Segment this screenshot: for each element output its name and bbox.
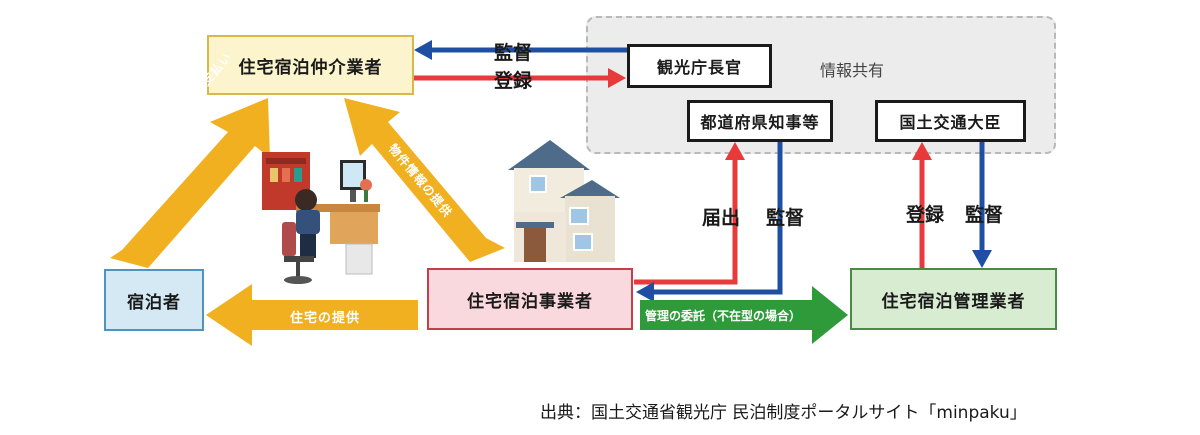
supervise-arrow-manager bbox=[972, 140, 992, 268]
register-label-top: 登録 bbox=[494, 70, 533, 92]
commissioner-box: 観光庁長官 bbox=[627, 44, 772, 88]
provide-housing-label: 住宅の提供 bbox=[290, 311, 361, 326]
information-sharing-label: 情報共有 bbox=[820, 61, 885, 80]
source-caption: 出典：国土交通省観光庁 民泊制度ポータルサイト「minpaku」 bbox=[540, 403, 1027, 423]
register-arrow-top bbox=[414, 68, 626, 88]
payment-arrow bbox=[110, 98, 270, 268]
governor-box: 都道府県知事等 bbox=[687, 100, 833, 142]
property-info-arrow bbox=[344, 98, 505, 262]
minister-box: 国土交通大臣 bbox=[875, 100, 1026, 142]
notify-label: 届出 bbox=[702, 207, 741, 229]
supervise-arrow-governor bbox=[636, 140, 783, 302]
manager-box: 住宅宿泊管理業者 bbox=[850, 268, 1057, 330]
supervise-label-top: 監督 bbox=[494, 42, 533, 64]
entrust-arrow bbox=[640, 286, 848, 344]
guest-box: 宿泊者 bbox=[104, 269, 204, 331]
notify-arrow bbox=[634, 142, 745, 285]
register-label-manager: 登録 bbox=[906, 204, 945, 226]
register-arrow-manager bbox=[912, 142, 932, 268]
intermediary-box: 住宅宿泊仲介業者 bbox=[207, 35, 414, 95]
supervise-arrow-top bbox=[414, 40, 628, 60]
provide-housing-arrow bbox=[206, 284, 418, 346]
supervise-label-governor: 監督 bbox=[766, 207, 805, 229]
house-illustration bbox=[508, 140, 620, 262]
office-worker-illustration bbox=[262, 152, 380, 284]
entrust-label: 管理の委託（不在型の場合） bbox=[645, 309, 802, 323]
operator-box: 住宅宿泊事業者 bbox=[427, 268, 633, 330]
supervise-label-manager: 監督 bbox=[965, 204, 1004, 226]
